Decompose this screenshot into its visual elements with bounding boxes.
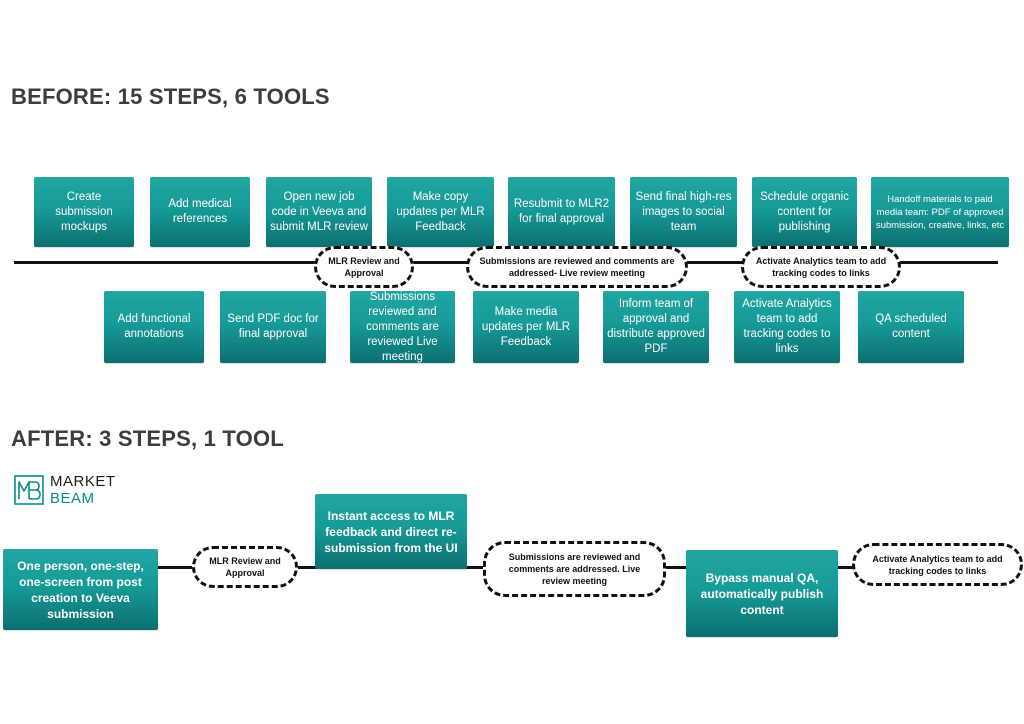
after-milestone-mlr-review: MLR Review and Approval: [192, 546, 298, 588]
before-step-qa-scheduled-content: QA scheduled content: [858, 291, 964, 363]
marketbeam-logo-mark-icon: [14, 475, 44, 505]
before-step-send-pdf-doc: Send PDF doc for final approval: [220, 291, 326, 363]
marketbeam-logo: MARKET BEAM: [14, 473, 144, 509]
before-milestone-mlr-review: MLR Review and Approval: [314, 246, 414, 288]
before-step-create-submission-mockups: Create submission mockups: [34, 177, 134, 247]
before-step-inform-team-approval: Inform team of approval and distribute a…: [603, 291, 709, 363]
before-heading: BEFORE: 15 STEPS, 6 TOOLS: [11, 84, 330, 109]
before-step-add-functional-annotations: Add functional annotations: [104, 291, 204, 363]
before-step-add-medical-references: Add medical references: [150, 177, 250, 247]
after-milestone-live-review-meeting: Submissions are reviewed and comments ar…: [483, 541, 666, 597]
before-step-submissions-reviewed-live-meeting: Submissions reviewed and comments are re…: [350, 291, 455, 363]
marketbeam-logo-text: MARKET BEAM: [50, 473, 116, 507]
logo-line-market: MARKET: [50, 473, 116, 490]
after-heading: AFTER: 3 STEPS, 1 TOOL: [11, 426, 284, 451]
before-milestone-activate-analytics: Activate Analytics team to add tracking …: [741, 246, 901, 288]
before-step-handoff-materials: Handoff materials to paid media team: PD…: [871, 177, 1009, 247]
before-step-send-high-res-images: Send final high-res images to social tea…: [630, 177, 737, 247]
before-milestone-live-review-meeting: Submissions are reviewed and comments ar…: [466, 246, 688, 288]
after-step-one-person-one-step: One person, one-step, one-screen from po…: [3, 549, 158, 630]
before-step-schedule-organic-content: Schedule organic content for publishing: [752, 177, 857, 247]
before-step-resubmit-mlr2: Resubmit to MLR2 for final approval: [508, 177, 615, 247]
after-milestone-activate-analytics: Activate Analytics team to add tracking …: [852, 543, 1023, 586]
before-step-make-copy-updates: Make copy updates per MLR Feedback: [387, 177, 494, 247]
after-step-instant-access-mlr-feedback: Instant access to MLR feedback and direc…: [315, 494, 467, 569]
after-step-bypass-manual-qa: Bypass manual QA, automatically publish …: [686, 550, 838, 637]
before-step-make-media-updates: Make media updates per MLR Feedback: [473, 291, 579, 363]
logo-line-beam: BEAM: [50, 490, 95, 507]
before-step-activate-analytics: Activate Analytics team to add tracking …: [734, 291, 840, 363]
before-step-open-job-code: Open new job code in Veeva and submit ML…: [266, 177, 372, 247]
